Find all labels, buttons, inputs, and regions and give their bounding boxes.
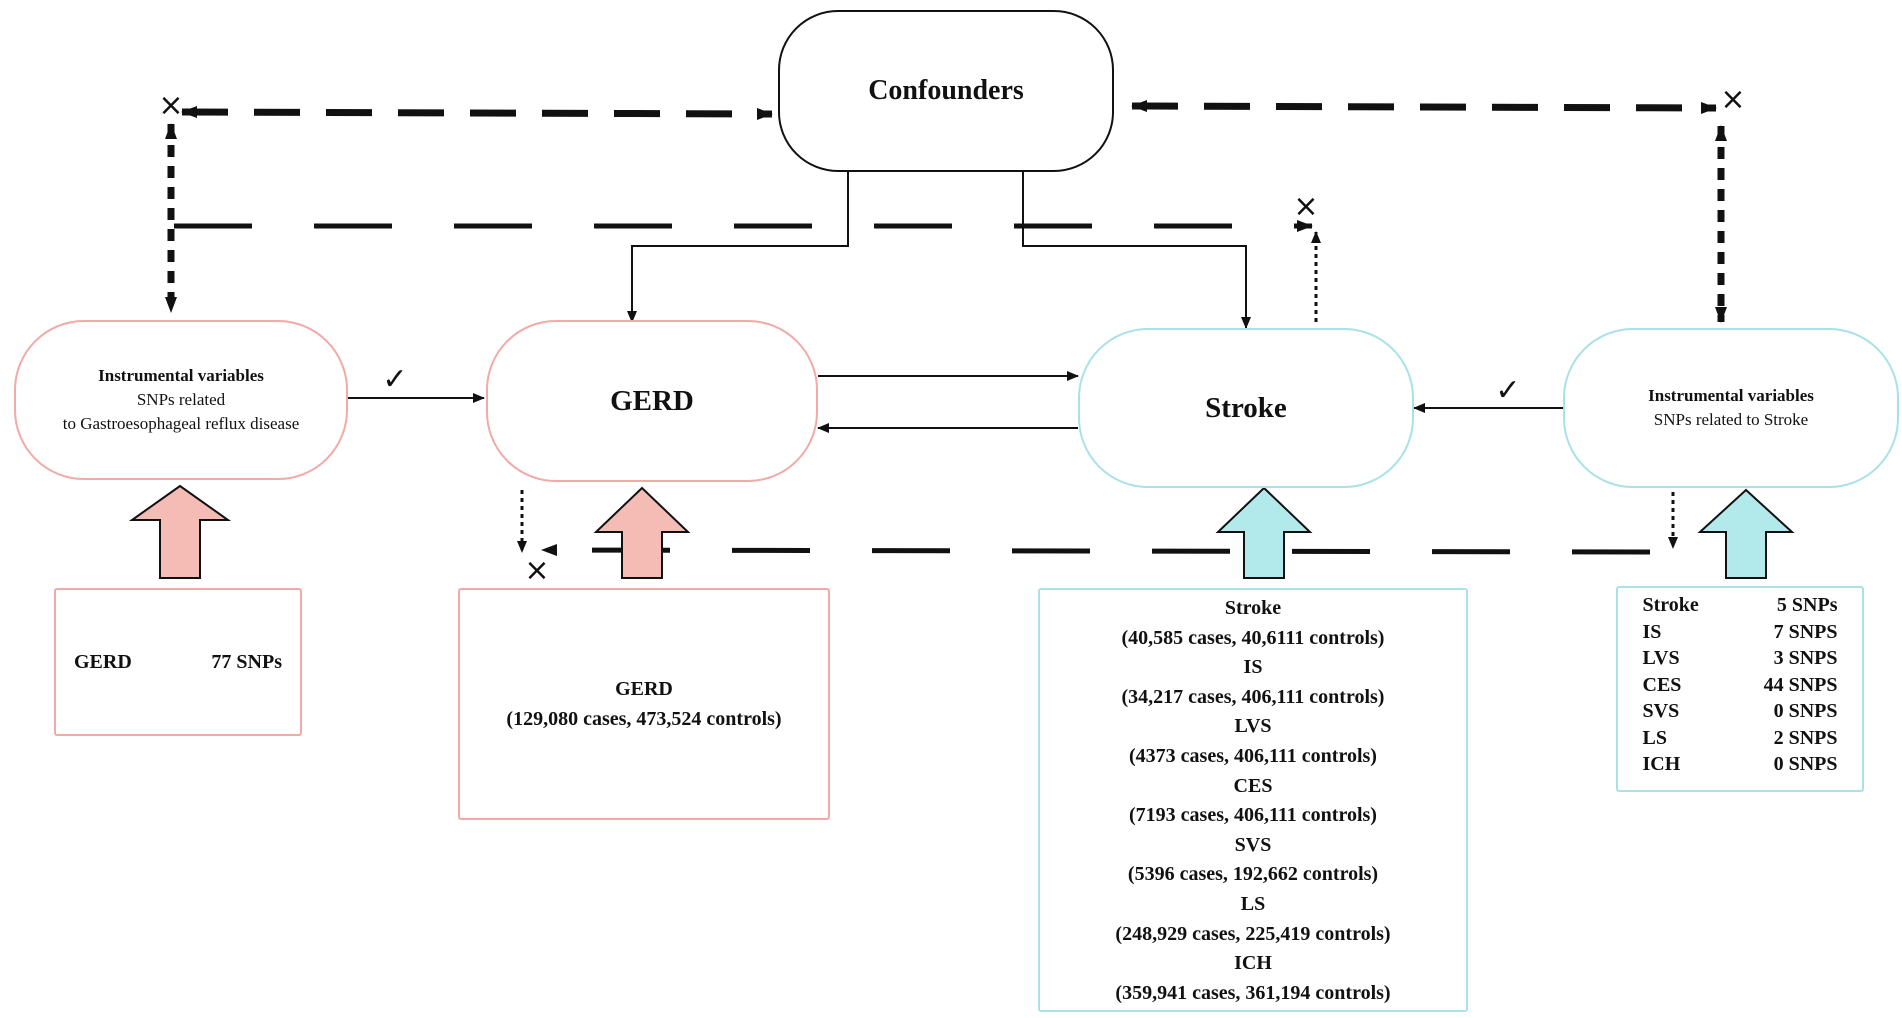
snp-row-value: 2 SNPS: [1773, 726, 1838, 749]
cyan-block-arrow-stroke: [1215, 486, 1313, 579]
snp-row-name: ICH: [1642, 753, 1681, 775]
stroke-data-line: (4373 cases, 406,111 controls): [1129, 744, 1377, 767]
iv-stroke-node: Instrumental variables SNPs related to S…: [1563, 328, 1899, 488]
cross-icon-top-left: ×: [158, 88, 184, 123]
cross-icon-stroke-path: ×: [1293, 189, 1319, 224]
stroke-data-line: SVS: [1234, 833, 1272, 856]
table-row: LVS 3 SNPS: [1643, 645, 1838, 672]
confounder-to-stroke-arrow: [1022, 172, 1251, 329]
cross-icon-top-right: ×: [1720, 82, 1746, 117]
gerd-label: GERD: [610, 384, 694, 417]
iv-gerd-line-1: SNPs related: [136, 390, 226, 409]
confounder-right-dashed-arrow: [1131, 100, 1717, 114]
stroke-data-line: Stroke: [1224, 597, 1282, 619]
stroke-data-line: LS: [1240, 892, 1266, 915]
gerd-node: GERD: [486, 320, 818, 482]
table-row: IS 7 SNPS: [1643, 619, 1838, 646]
cross-icon-gerd-path: ×: [524, 553, 550, 588]
snp-row-name: SVS: [1642, 700, 1680, 722]
snp-row-value: 44 SNPS: [1763, 673, 1838, 696]
table-row: LS 2 SNPS: [1643, 725, 1838, 752]
snp-row-name: LVS: [1642, 647, 1680, 669]
snp-row-value: 0 SNPS: [1773, 753, 1838, 775]
check-icon-iv-stroke: ✓: [1495, 373, 1521, 408]
snp-row-value: 0 SNPS: [1773, 700, 1838, 722]
confounders-label: Confounders: [868, 75, 1024, 106]
stroke-data-line: (248,929 cases, 225,419 controls): [1115, 922, 1391, 945]
iv-gerd-line-2: to Gastroesophageal reflux disease: [62, 414, 300, 433]
gerd-snps-name: GERD: [74, 651, 132, 673]
iv-stroke-to-gerd-dashed-path: [541, 544, 1651, 557]
gerd-data-box: GERD (129,080 cases, 473,524 controls): [458, 588, 830, 820]
stroke-data-line: (5396 cases, 192,662 controls): [1127, 863, 1379, 886]
snp-row-name: LS: [1642, 726, 1667, 749]
stroke-data-line: LVS: [1234, 715, 1272, 738]
iv-stroke-line-1: SNPs related to Stroke: [1653, 410, 1809, 429]
snp-row-value: 5 SNPs: [1776, 594, 1838, 616]
gerd-data-detail: (129,080 cases, 473,524 controls): [506, 708, 782, 730]
confounder-left-dashed-arrow: [181, 106, 773, 120]
gerd-snps-box: GERD 77 SNPs: [54, 588, 302, 736]
confounders-node: Confounders: [778, 10, 1114, 172]
snp-row-value: 7 SNPS: [1773, 620, 1838, 643]
stroke-snps-box: Stroke 5 SNPs IS 7 SNPS LVS 3 SNPS CES 44 SN…: [1616, 586, 1864, 792]
stroke-snps-table: Stroke 5 SNPs IS 7 SNPS LVS 3 SNPS CES 44 SN…: [1643, 592, 1838, 778]
stroke-node: Stroke: [1078, 328, 1414, 488]
pink-block-arrow-gerd: [593, 486, 691, 579]
stroke-data-line: (7193 cases, 406,111 controls): [1129, 804, 1377, 827]
stroke-data-line: ICH: [1234, 952, 1272, 975]
cyan-block-arrow-iv: [1697, 488, 1795, 579]
stroke-data-line: (359,941 cases, 361,194 controls): [1115, 981, 1391, 1004]
pink-block-arrow-iv: [128, 484, 232, 579]
stroke-data-line: (40,585 cases, 40,6111 controls): [1121, 626, 1385, 649]
table-row: ICH 0 SNPS: [1643, 751, 1838, 778]
confounder-to-gerd-arrow: [627, 172, 849, 323]
table-row: CES 44 SNPS: [1643, 672, 1838, 699]
stroke-data-line: IS: [1243, 656, 1263, 679]
stroke-data-line: CES: [1233, 774, 1273, 797]
iv-gerd-title: Instrumental variables: [98, 366, 264, 385]
snp-row-value: 3 SNPS: [1773, 647, 1838, 669]
check-icon-iv-gerd: ✓: [382, 362, 408, 397]
stroke-label: Stroke: [1205, 391, 1287, 424]
table-row: Stroke 5 SNPs: [1643, 592, 1838, 619]
snp-row-name: CES: [1642, 673, 1682, 696]
stroke-data-box: Stroke (40,585 cases, 40,6111 controls) …: [1038, 588, 1468, 1012]
snp-row-name: Stroke: [1642, 594, 1699, 616]
gerd-snps-value: 77 SNPs: [211, 651, 282, 673]
iv-gerd-node: Instrumental variables SNPs related to G…: [14, 320, 348, 480]
table-row: SVS 0 SNPS: [1643, 698, 1838, 725]
stroke-data-line: (34,217 cases, 406,111 controls): [1121, 685, 1385, 708]
gerd-data-title: GERD: [615, 678, 673, 700]
snp-row-name: IS: [1642, 620, 1662, 643]
iv-stroke-title: Instrumental variables: [1648, 386, 1814, 405]
